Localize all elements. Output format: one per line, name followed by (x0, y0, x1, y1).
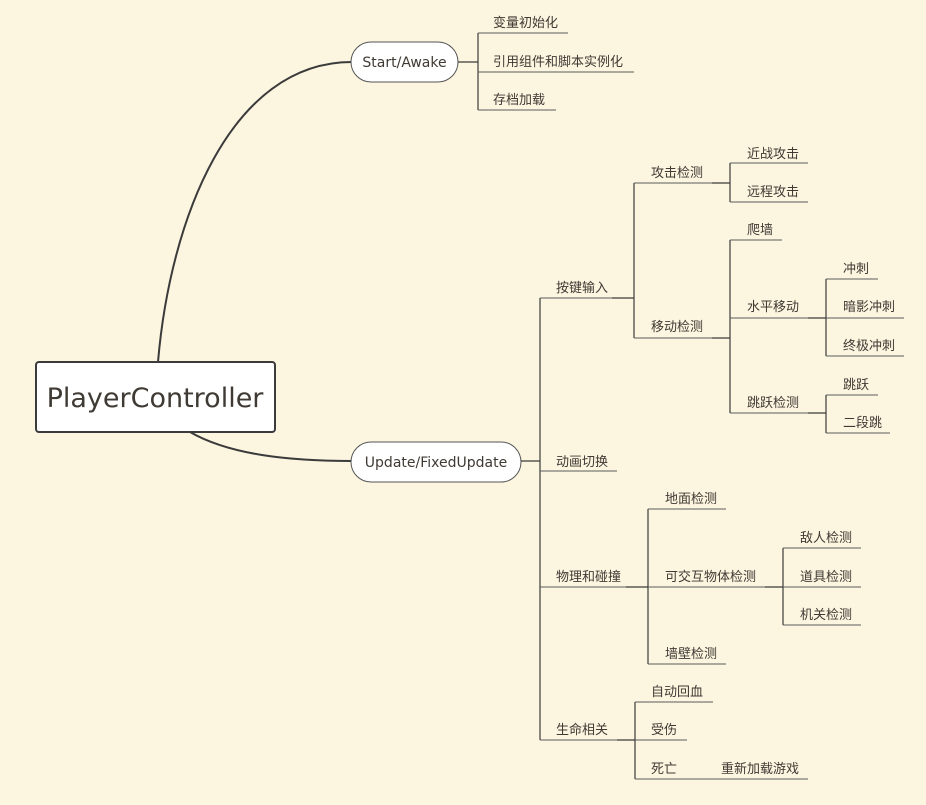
anim-switch[interactable]: 动画切换 (556, 455, 608, 470)
dash[interactable]: 冲刺 (843, 262, 869, 277)
physics-node[interactable]: 物理和碰撞 (556, 570, 621, 585)
start-awake-label: Start/Awake (362, 55, 446, 71)
reload-game[interactable]: 重新加载游戏 (721, 761, 799, 777)
climb-wall[interactable]: 爬墙 (747, 223, 773, 238)
wall-check[interactable]: 墙壁检测 (665, 647, 717, 662)
edge-root-update (189, 431, 353, 462)
edge-root-start (157, 61, 353, 363)
edge-move-children (712, 240, 731, 413)
move-node[interactable]: 移动检测 (651, 320, 703, 335)
edge-physics-children (626, 509, 649, 664)
edge-horizontal-children (808, 279, 827, 356)
start-item-1[interactable]: 引用组件和脚本实例化 (493, 54, 623, 70)
item-check[interactable]: 道具检测 (800, 570, 852, 585)
edge-attack-children (712, 163, 731, 202)
horizontal-node[interactable]: 水平移动 (747, 300, 799, 315)
root-label: PlayerController (47, 383, 265, 414)
edge-jump-children (808, 395, 827, 433)
start-awake-node[interactable]: Start/Awake (350, 41, 459, 83)
jump-node[interactable]: 跳跃检测 (747, 396, 799, 411)
edge-input-children (612, 183, 635, 338)
ground-check[interactable]: 地面检测 (665, 492, 717, 507)
ranged-attack[interactable]: 远程攻击 (747, 185, 799, 200)
update-label: Update/FixedUpdate (365, 455, 507, 471)
edge-life-children (617, 702, 636, 779)
shadow-dash[interactable]: 暗影冲刺 (843, 300, 895, 315)
double-jump[interactable]: 二段跳 (843, 416, 882, 431)
root-node[interactable]: PlayerController (35, 361, 276, 433)
edge-start-children (458, 33, 479, 110)
auto-regen[interactable]: 自动回血 (651, 685, 703, 700)
enemy-check[interactable]: 敌人检测 (800, 531, 852, 546)
death-node[interactable]: 死亡 (651, 762, 677, 777)
edge-interact-children (765, 548, 784, 625)
input-node[interactable]: 按键输入 (556, 280, 608, 296)
mechanism-check[interactable]: 机关检测 (800, 608, 852, 623)
hurt[interactable]: 受伤 (651, 723, 677, 738)
attack-node[interactable]: 攻击检测 (651, 166, 703, 181)
start-item-0[interactable]: 变量初始化 (493, 15, 558, 31)
jump[interactable]: 跳跃 (843, 378, 869, 393)
life-node[interactable]: 生命相关 (556, 722, 608, 738)
edge-update-children (521, 298, 541, 740)
interact-node[interactable]: 可交互物体检测 (665, 569, 756, 585)
melee-attack[interactable]: 近战攻击 (747, 147, 799, 162)
ultimate-dash[interactable]: 终极冲刺 (843, 338, 895, 354)
update-node[interactable]: Update/FixedUpdate (350, 441, 522, 483)
start-item-2[interactable]: 存档加载 (493, 93, 545, 108)
